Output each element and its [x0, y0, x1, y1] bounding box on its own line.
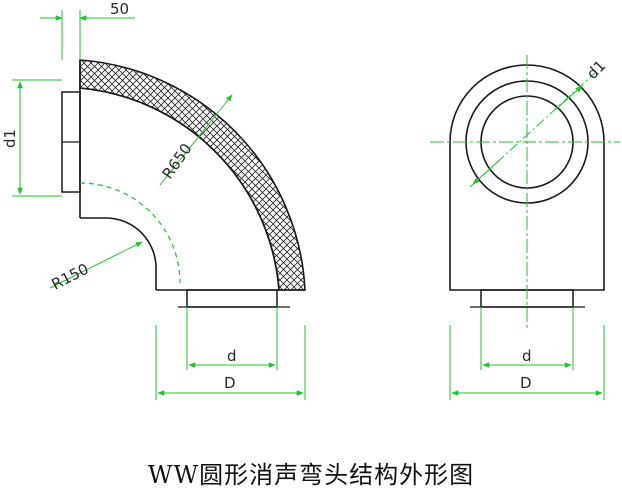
dim-r650-line	[159, 94, 233, 186]
outer-shell-inner-edge	[79, 87, 280, 291]
end-view: d1 d D	[430, 55, 620, 400]
dim-r150-line	[49, 241, 143, 289]
dim-D-left-label: D	[224, 374, 236, 392]
dim-D-right-label: D	[520, 374, 532, 392]
dim-d1-right-line	[469, 71, 597, 188]
end-view-casing	[449, 64, 605, 291]
dim-d-left-label: d	[227, 347, 237, 365]
drawing-caption: WW圆形消声弯头结构外形图	[147, 461, 475, 489]
side-view: 50 d1 R650 R150 d D	[1, 0, 306, 400]
dim-d1-right-label: d1	[583, 57, 609, 83]
dim-r650-label: R650	[159, 140, 196, 182]
dim-d1-right-arrow2	[554, 85, 583, 111]
dim-d1-left-label: d1	[1, 129, 19, 148]
inner-curved-wall	[80, 217, 157, 290]
dim-d-right-label: d	[522, 347, 532, 365]
center-arc-dashed	[79, 182, 181, 284]
dim-r150-label: R150	[49, 260, 92, 294]
dim-50-label: 50	[110, 0, 129, 18]
outlet-flange	[186, 289, 278, 308]
dim-d1-right-arrow1	[472, 159, 501, 185]
